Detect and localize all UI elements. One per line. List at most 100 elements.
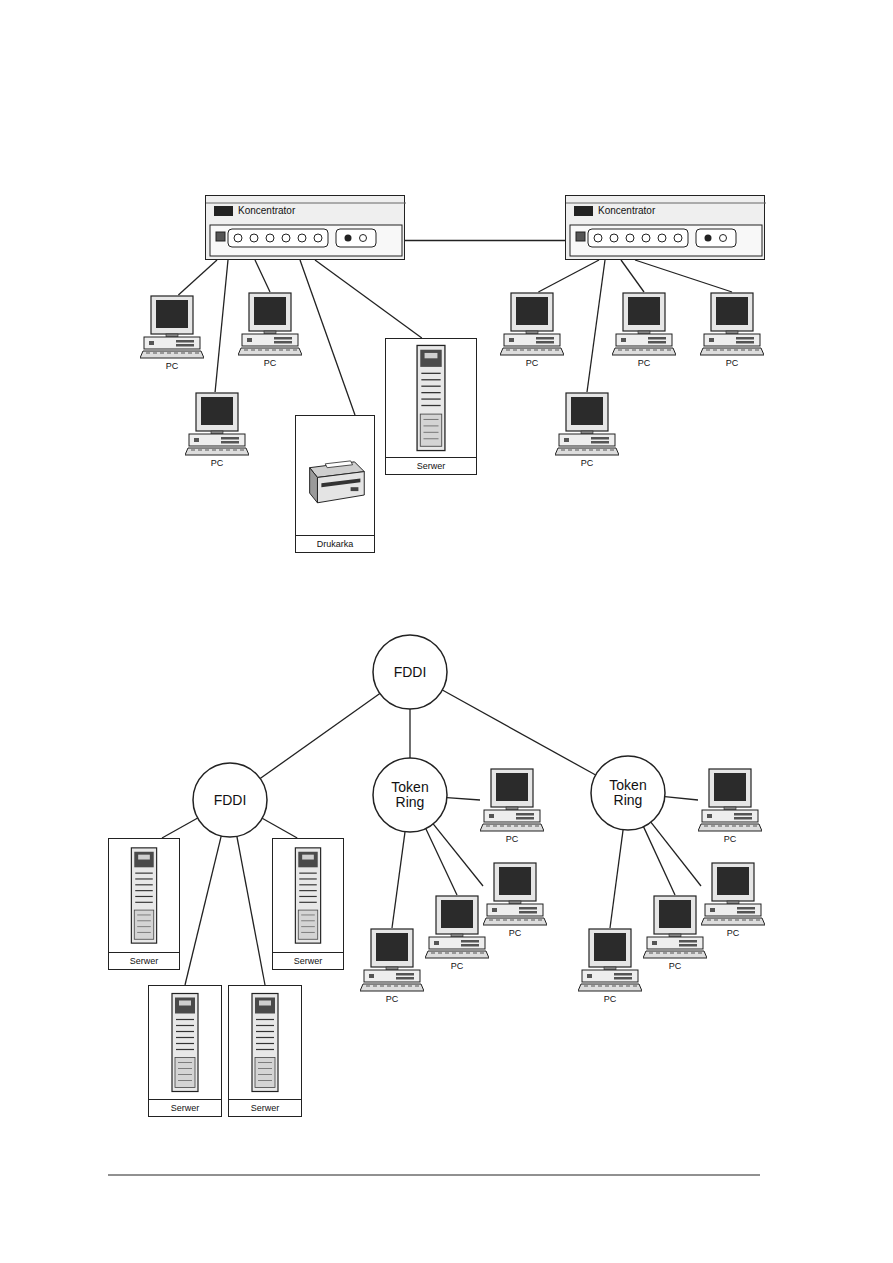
label-strip: Serwer: [386, 457, 476, 474]
keyboard-key-row: [452, 953, 456, 954]
server-bay: [256, 1019, 274, 1020]
ring-circle: [193, 763, 267, 837]
keyboard: [425, 951, 489, 958]
keyboard-key-row: [561, 450, 565, 451]
keyboard-key-row: [589, 450, 593, 451]
keyboard-key-row: [591, 986, 595, 987]
device-label: PC: [727, 927, 740, 939]
device-label: PC: [506, 833, 519, 845]
drive-slot: [736, 337, 754, 340]
keyboard-key-row: [373, 986, 377, 987]
monitor-screen: [714, 773, 746, 801]
server-vent: [137, 926, 151, 927]
paper-tray: [325, 461, 352, 468]
desktop-case: [242, 334, 298, 346]
keyboard-key-row: [394, 986, 398, 987]
hub-port: [658, 234, 666, 242]
keyboard: [643, 951, 707, 958]
hub-port-group: [336, 229, 376, 247]
monitor-screen: [717, 867, 749, 895]
keyboard-key-row: [160, 353, 164, 354]
keyboard-key-row: [521, 826, 525, 827]
drive-slot: [461, 944, 479, 947]
keyboard-key-row: [219, 450, 223, 451]
keyboard-key-row: [707, 920, 711, 921]
server-vent: [137, 920, 151, 921]
drive-slot: [519, 907, 537, 910]
keyboard-key-row: [486, 826, 490, 827]
server-top-panel: [175, 998, 195, 1014]
connector-line: [426, 828, 457, 895]
pc-drawing: [555, 392, 619, 456]
server-vent: [301, 926, 315, 927]
pc-icon: PC: [578, 928, 642, 1008]
server-vent: [423, 419, 438, 420]
keyboard-key-row: [513, 350, 517, 351]
keyboard-key-row: [401, 986, 405, 987]
device-label: PC: [264, 357, 277, 369]
server-vent: [178, 1068, 192, 1069]
server-top-panel: [298, 852, 317, 868]
desktop-case: [144, 337, 200, 349]
keyboard-key-row: [408, 986, 412, 987]
drive-slot: [176, 340, 194, 343]
monitor-case: [589, 929, 631, 967]
keyboard: [701, 918, 765, 925]
desktop-case: [559, 434, 615, 446]
printer-drawing: [296, 416, 374, 535]
device-label: PC: [451, 960, 464, 972]
server-bay: [176, 1019, 194, 1020]
keyboard: [480, 824, 544, 831]
keyboard-key-row: [415, 986, 419, 987]
printer-body: [317, 472, 364, 503]
server-display: [138, 855, 150, 860]
hub-port: [234, 234, 242, 242]
hub-label: Koncentrator: [598, 205, 655, 217]
device-label: PC: [211, 457, 224, 469]
drive-slot: [536, 337, 554, 340]
server-vent: [301, 914, 315, 915]
monitor-screen: [496, 773, 528, 801]
connector-line: [215, 260, 228, 392]
server-vent: [137, 932, 151, 933]
server-bay: [299, 878, 317, 879]
pc-drawing: [500, 292, 564, 356]
server-bay: [176, 1025, 194, 1026]
monitor-case: [709, 769, 751, 807]
monitor-screen: [659, 900, 691, 928]
keyboard-key-row: [667, 350, 671, 351]
keyboard: [612, 348, 676, 355]
monitor-screen: [441, 900, 473, 928]
network-ring: FDDI: [372, 634, 448, 710]
keyboard-key-row: [473, 953, 477, 954]
monitor-case: [371, 929, 413, 967]
connector-line: [315, 260, 422, 338]
pc-icon: PC: [612, 292, 676, 372]
server-bay: [299, 884, 317, 885]
label-strip: Serwer: [109, 952, 179, 969]
hub-bevel: [206, 203, 406, 204]
hub-port: [610, 234, 618, 242]
server-bay: [176, 1043, 194, 1044]
power-button: [492, 908, 497, 912]
monitor-case: [654, 896, 696, 934]
keyboard-key-row: [167, 353, 171, 354]
desktop-case: [504, 334, 560, 346]
pc-drawing: [238, 292, 302, 356]
monitor-case: [623, 293, 665, 331]
keyboard-key-row: [445, 953, 449, 954]
connector-line: [587, 260, 605, 392]
pc-drawing: [612, 292, 676, 356]
keyboard: [238, 348, 302, 355]
drive-slot: [536, 341, 554, 344]
power-button: [652, 941, 657, 945]
monitor-case: [511, 293, 553, 331]
connector-line: [178, 260, 217, 295]
device-label: PC: [604, 993, 617, 1005]
keyboard-key-row: [598, 986, 602, 987]
server-box: Serwer: [228, 985, 302, 1117]
keyboard-key-row: [691, 953, 695, 954]
keyboard-key-row: [748, 350, 752, 351]
desktop-case: [364, 970, 420, 982]
keyboard-key-row: [191, 450, 195, 451]
